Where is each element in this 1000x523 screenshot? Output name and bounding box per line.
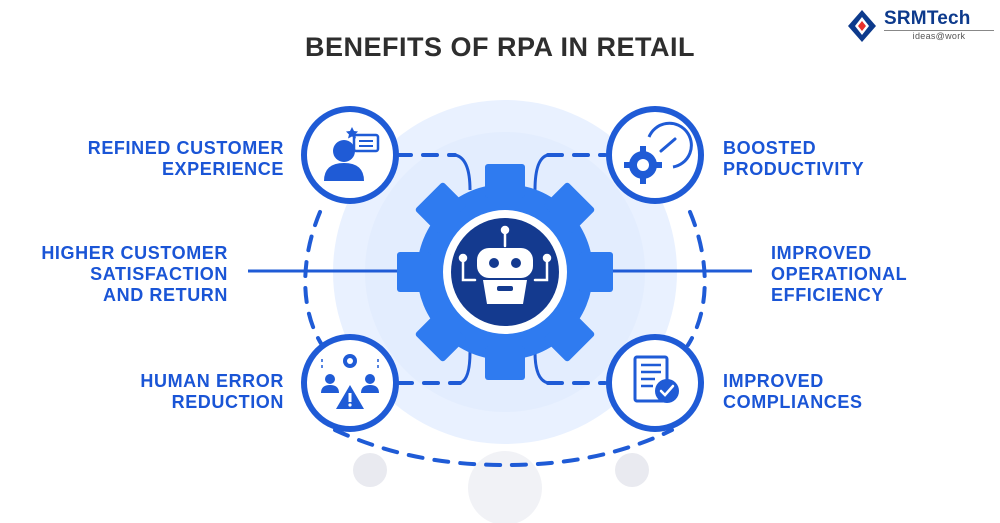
label-boosted-productivity: BOOSTED PRODUCTIVITY [723,138,865,179]
decor-dot [353,453,387,487]
label-improved-operational-efficiency: IMPROVED OPERATIONAL EFFICIENCY [771,243,908,305]
robot-body [477,248,533,304]
robot-icon [458,225,552,282]
decor-dot [468,451,542,523]
central-gear [397,164,613,380]
label-refined-customer-experience: REFINED CUSTOMER EXPERIENCE [87,138,284,179]
gear-connectors [454,153,549,385]
decor-dot [615,453,649,487]
customer-feedback-icon [301,106,399,204]
gear-speedometer-icon [606,106,704,204]
logo-name: SRMTech [884,8,971,29]
logo-tagline: ideas@work [884,30,994,42]
dashed-ring [303,153,707,468]
logo-mark-icon [848,10,876,42]
label-human-error-reduction: HUMAN ERROR REDUCTION [140,371,284,412]
label-improved-compliances: IMPROVED COMPLIANCES [723,371,863,412]
label-higher-customer-satisfaction: HIGHER CUSTOMER SATISFACTION AND RETURN [41,243,228,305]
page-title: BENEFITS OF RPA IN RETAIL [305,32,695,62]
team-warning-icon [301,334,399,432]
srmtech-logo: SRMTech ideas@work [846,8,996,44]
document-check-icon [606,334,704,432]
